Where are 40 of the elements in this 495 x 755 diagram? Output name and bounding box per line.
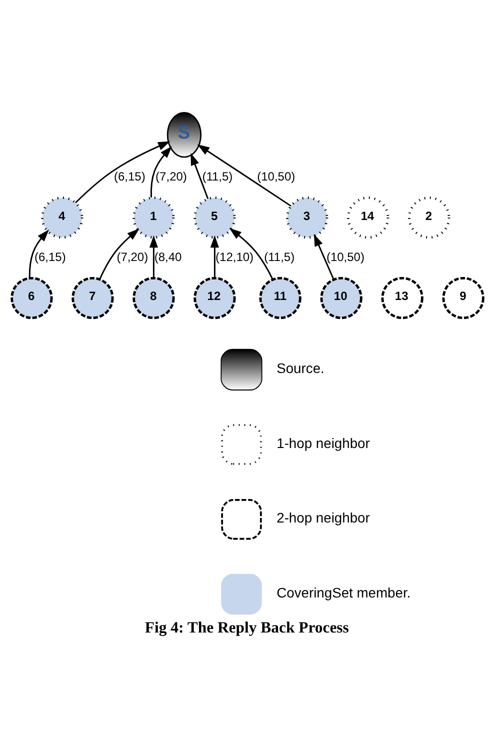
arrow [28, 229, 50, 278]
node-circle: 7 [72, 276, 114, 320]
arrow [210, 235, 219, 278]
node-circle: 3 [286, 196, 328, 239]
arrow [150, 146, 172, 198]
node-circle: 5 [194, 196, 236, 239]
edge-label: (6,15) [34, 250, 66, 264]
caption: Fig 4: The Reply Back Process [144, 620, 349, 637]
node-circle: 13 [381, 276, 424, 320]
node-circle: 10 [320, 276, 362, 320]
legend-label: 1-hop neighbor [276, 434, 370, 451]
edge-label: (7,20) [156, 170, 187, 184]
arrow [229, 228, 274, 280]
node-circle: 14 [347, 196, 390, 239]
node-circle: 11 [259, 276, 302, 320]
node-circle: 12 [194, 276, 236, 320]
legend-label: 2-hop neighbor [276, 510, 370, 526]
arrow [190, 153, 209, 199]
edge-label: (6,15) [114, 170, 146, 184]
node-circle: 6 [10, 276, 53, 320]
arrow [314, 234, 334, 280]
node-circle: 1 [132, 196, 175, 239]
legend-label: CoveringSet member. [276, 584, 411, 600]
arrow [75, 141, 170, 204]
node-circle: 9 [442, 276, 484, 320]
edge-label: (8,40 [154, 250, 182, 264]
legend-label: Source. [276, 360, 324, 376]
arrow [197, 144, 292, 207]
edge-label: (10,50) [326, 250, 364, 264]
edge-label: (10,50) [257, 170, 296, 184]
edge-label: (12,10) [216, 250, 254, 264]
edge-label: (7,20) [116, 250, 148, 264]
node-ellipse: S [166, 112, 202, 158]
edge-label: (11,5) [202, 170, 233, 184]
node-circle: 2 [408, 196, 450, 239]
arrow [99, 228, 140, 280]
arrow [149, 235, 158, 278]
node-circle: 8 [132, 276, 175, 320]
edge-label: (11,5) [264, 250, 295, 264]
node-circle: 4 [41, 196, 84, 239]
